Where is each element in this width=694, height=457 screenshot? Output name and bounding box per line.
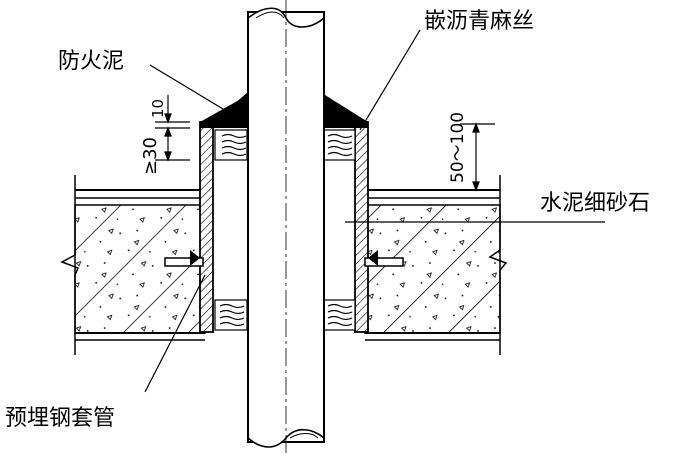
label-asphalt-hemp: 嵌沥青麻丝 — [424, 9, 534, 34]
dim-50-100-label: 50～100 — [448, 112, 468, 183]
dimension-right — [460, 122, 495, 192]
coil-bottom-right — [322, 299, 356, 331]
anchor-plate-right — [364, 257, 404, 267]
coil-top-right — [322, 129, 356, 161]
label-fire-mud: 防火泥 — [58, 49, 124, 74]
label-cement-concrete: 水泥细砂石 — [540, 191, 650, 216]
break-mark-right — [488, 175, 508, 355]
sleeve-wall-left — [199, 121, 214, 333]
dimension-left — [155, 95, 190, 162]
coil-bottom-left — [214, 299, 248, 331]
leader-fire-mud — [149, 64, 229, 113]
dim-10-label: 10 — [149, 99, 167, 118]
concrete-left — [74, 204, 206, 334]
fire-mud-wedges — [200, 92, 368, 128]
sleeve-wall-right — [354, 121, 369, 333]
anchor-plate-left — [164, 257, 204, 267]
steel-sleeve — [164, 121, 404, 333]
floor-slab — [60, 175, 508, 355]
coil-top-left — [214, 129, 248, 161]
leader-asphalt-hemp — [359, 29, 421, 131]
label-embedded-sleeve: 预埋钢套管 — [5, 406, 115, 431]
pipe — [247, 0, 325, 457]
dim-30-label: ≥30 — [140, 137, 161, 175]
leader-lines — [144, 29, 605, 393]
concrete-right — [364, 204, 501, 334]
break-mark-left — [60, 175, 79, 355]
asphalt-hemp-coils — [214, 129, 356, 331]
leader-sleeve — [144, 274, 206, 393]
